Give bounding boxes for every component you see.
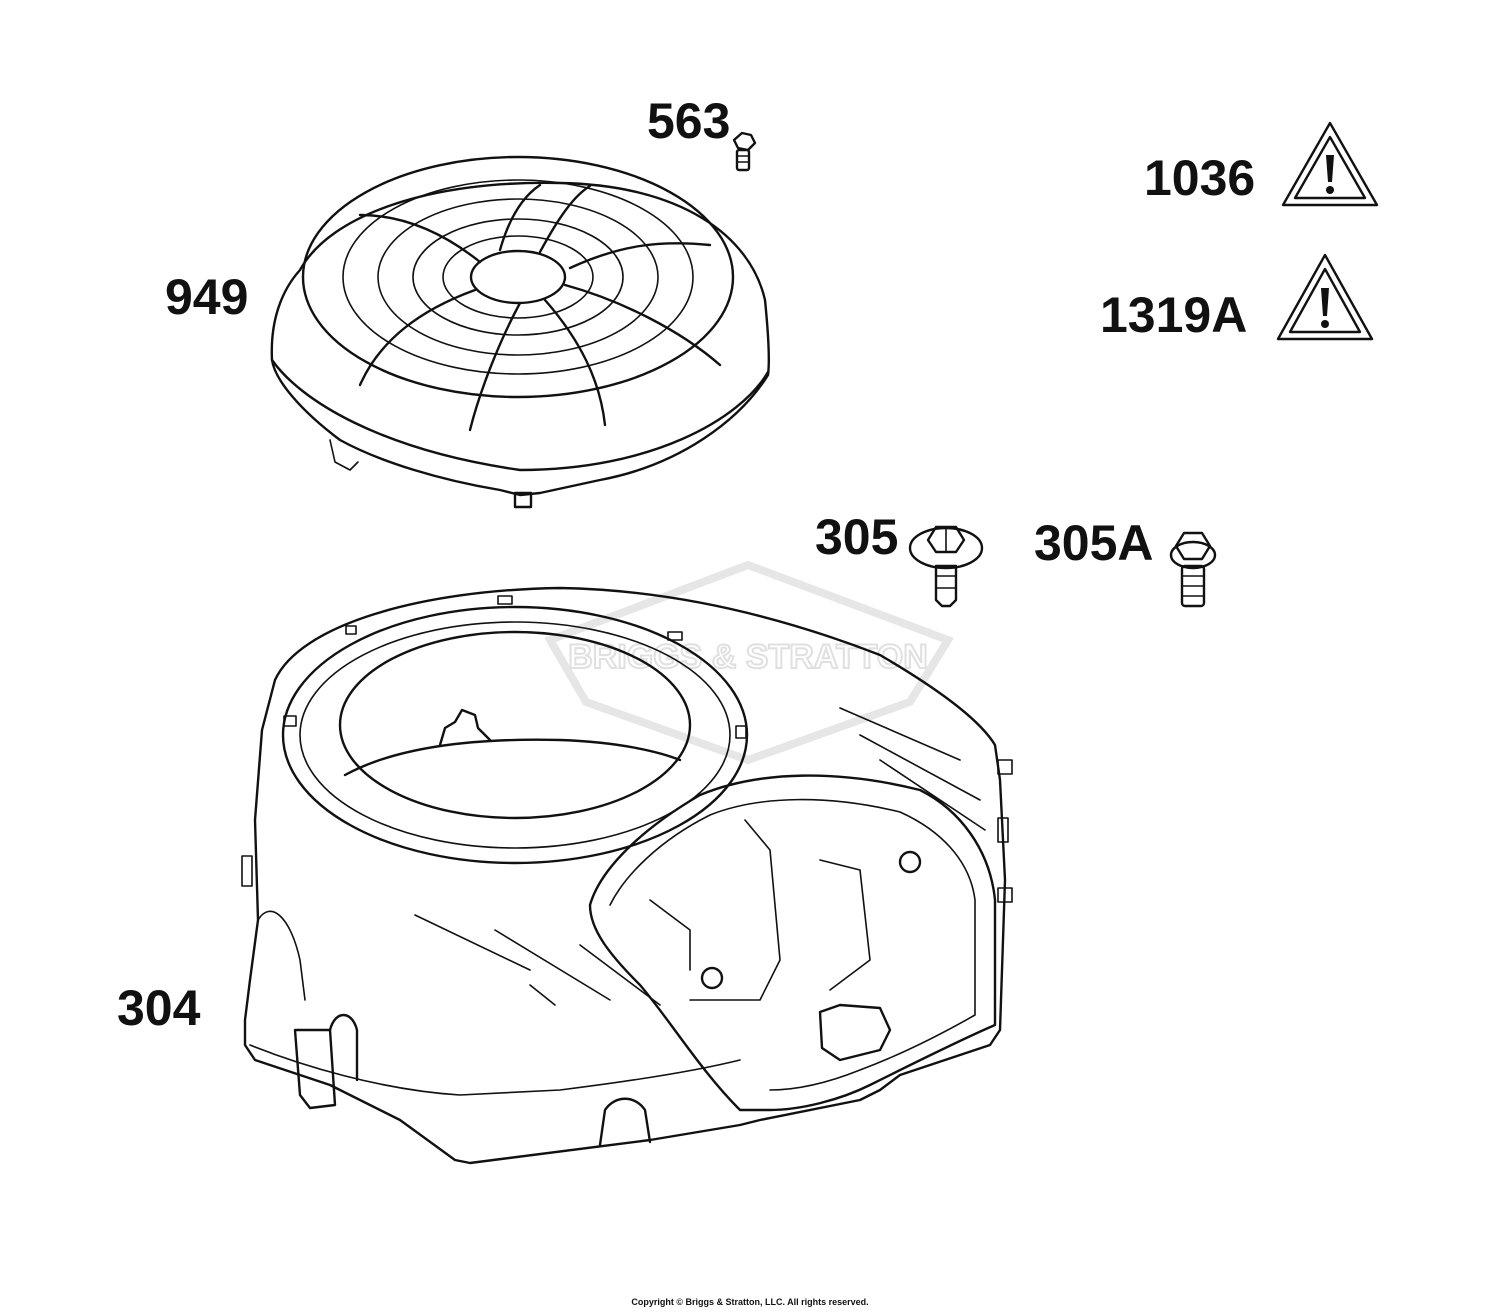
part-305-bolt[interactable] [908, 525, 984, 608]
part-304-blower-housing[interactable] [241, 586, 1013, 1165]
label-304: 304 [117, 980, 201, 1036]
label-305: 305 [815, 509, 899, 565]
label-305a: 305A [1034, 515, 1154, 571]
part-563-bolt[interactable] [732, 131, 757, 172]
part-1319a-warning-label[interactable] [1276, 253, 1374, 341]
label-1319a: 1319A [1100, 287, 1248, 343]
label-563: 563 [647, 93, 731, 149]
watermark-text: BRIGGS & STRATTON [568, 638, 928, 676]
part-1036-warning-label[interactable] [1281, 121, 1379, 207]
label-1036: 1036 [1144, 150, 1256, 206]
copyright-notice: Copyright © Briggs & Stratton, LLC. All … [631, 1297, 869, 1307]
label-949: 949 [165, 269, 249, 325]
part-305a-bolt[interactable] [1169, 531, 1217, 608]
part-949-grille[interactable] [270, 155, 770, 509]
watermark-logo: BRIGGS & STRATTON [544, 560, 954, 765]
